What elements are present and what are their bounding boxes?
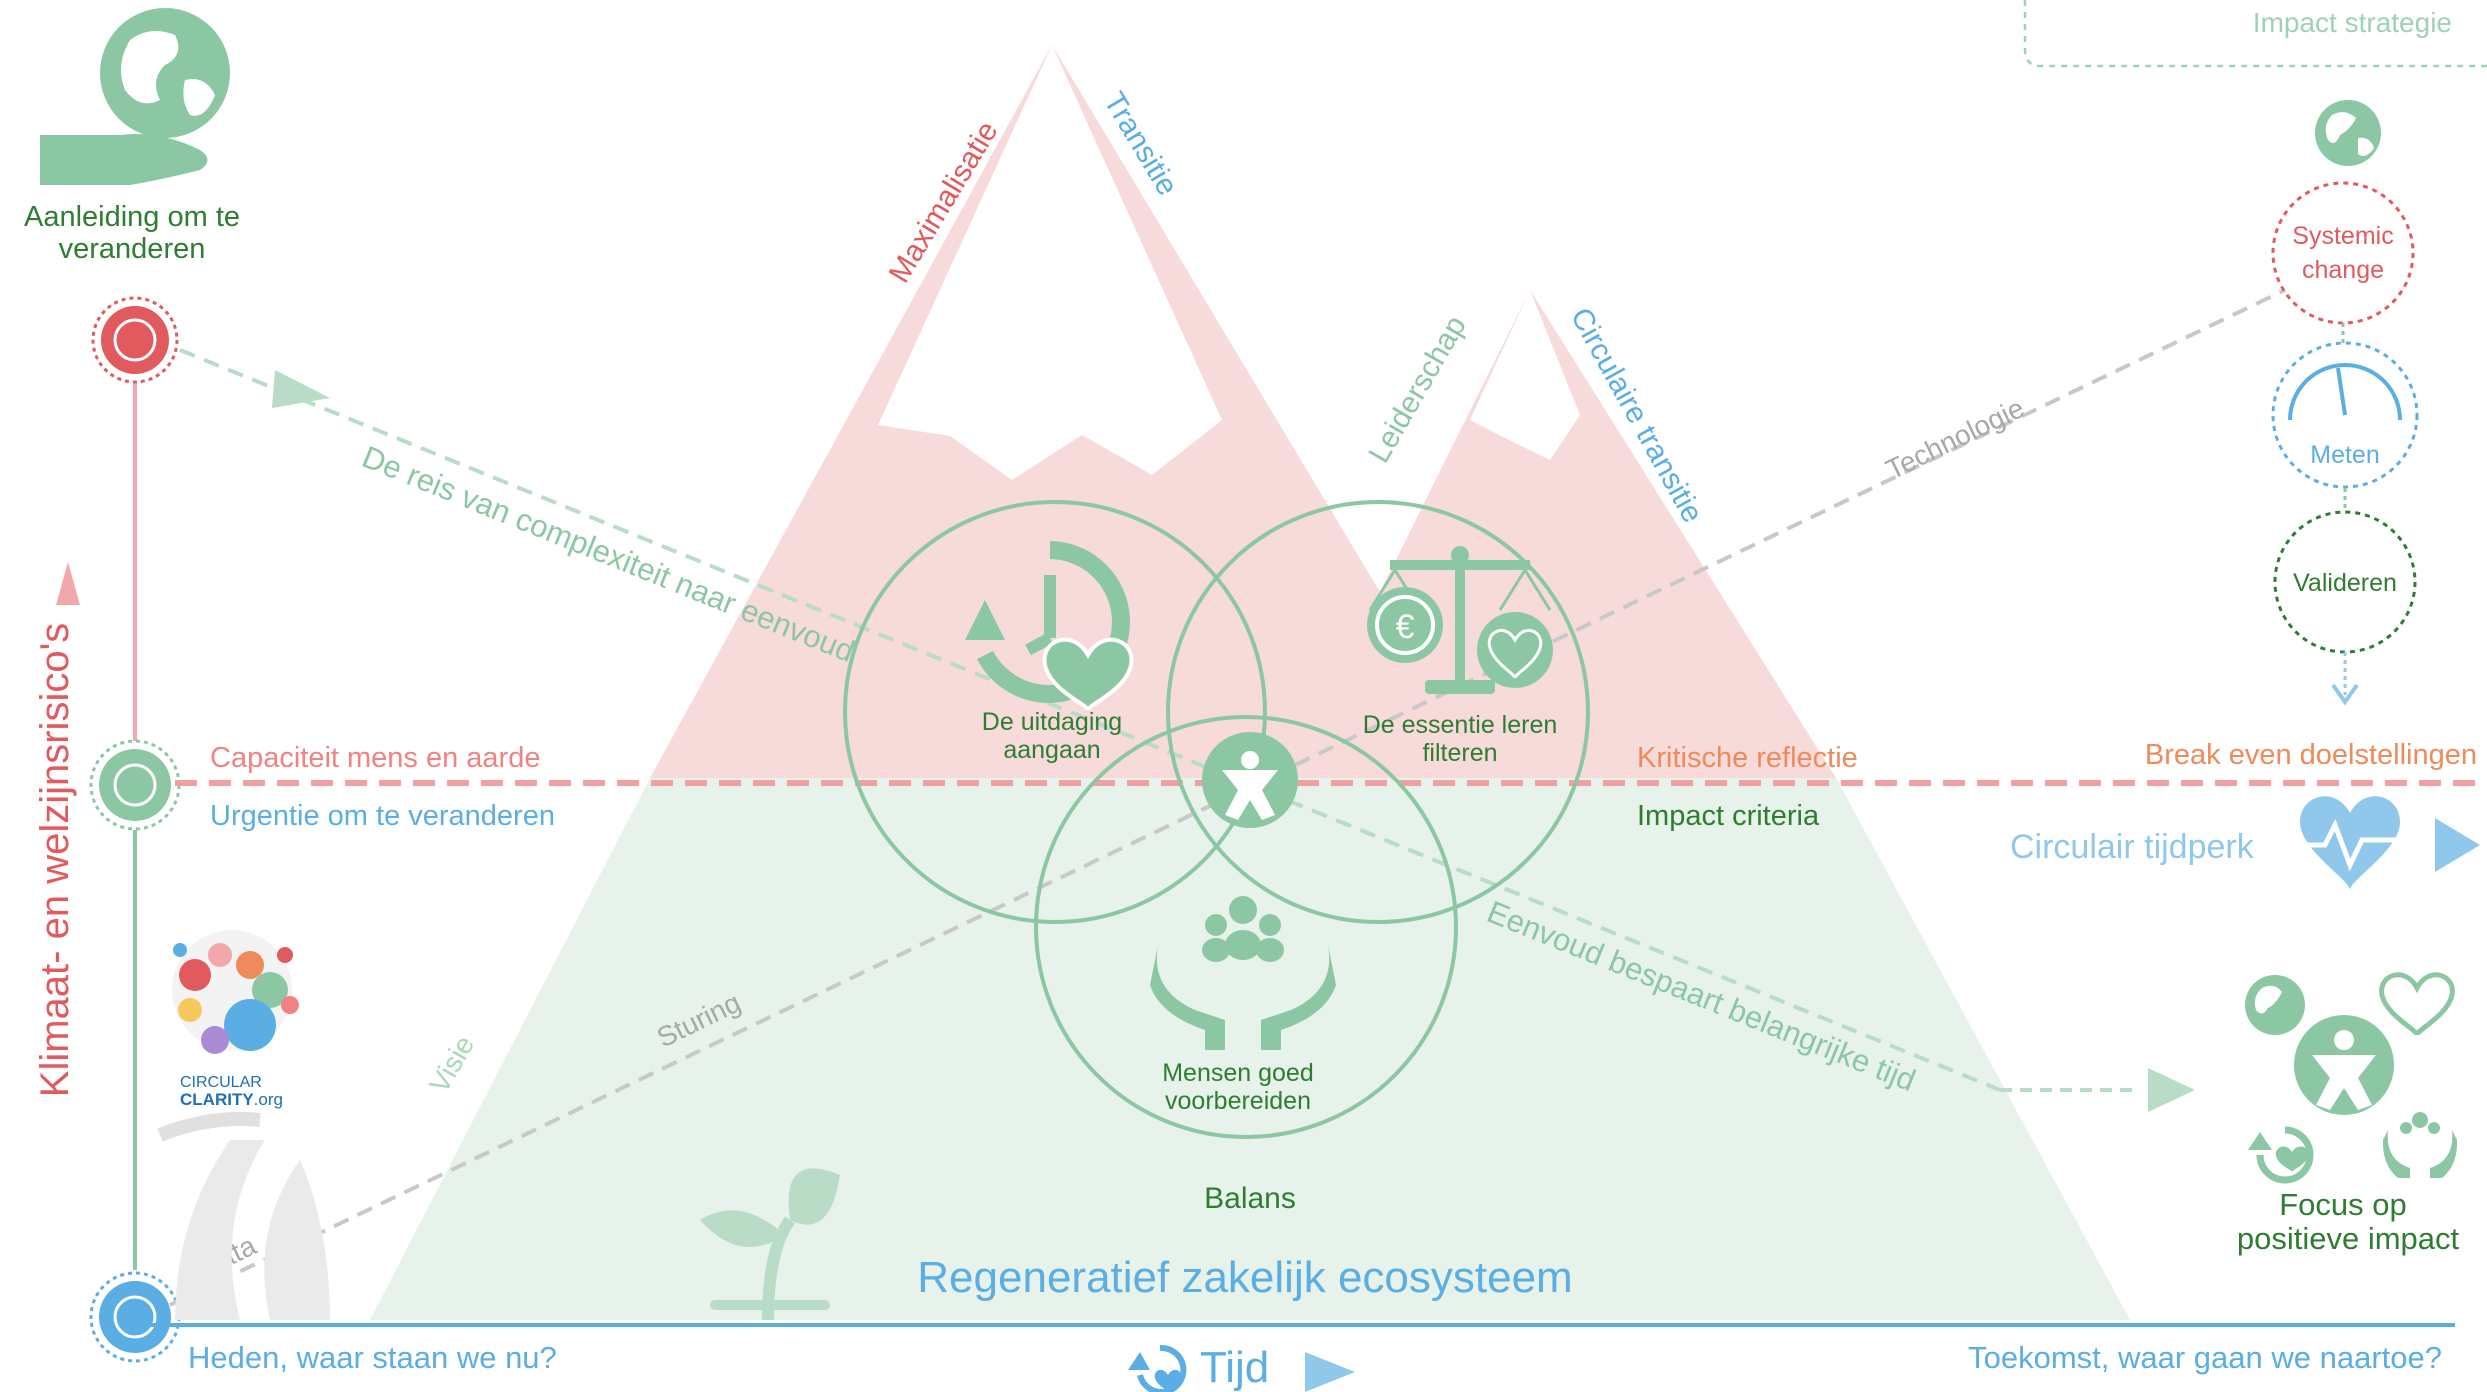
validate-label: Valideren — [2293, 569, 2397, 597]
mountain-group — [370, 45, 2130, 1320]
venn-bottom-line1: Mensen goed — [1162, 1059, 1314, 1087]
venn-circle-left — [843, 500, 1267, 924]
venn-left-line2: aangaan — [1003, 736, 1100, 764]
venn-bottom-line2: voorbereiden — [1165, 1087, 1311, 1115]
compass-icon — [89, 739, 181, 831]
venn-circle-right — [1166, 500, 1590, 924]
sprout-icon — [700, 1168, 840, 1321]
impact-strategy-label: Impact strategie — [2253, 7, 2452, 38]
mountain-big-peak — [650, 45, 1836, 778]
hands-people-icon — [1150, 896, 1336, 1050]
compass-icon — [91, 296, 179, 384]
reason-to-change-line1: Aanleiding om te — [24, 201, 240, 233]
balance-label: Balans — [1204, 1182, 1296, 1215]
reason-to-change-line2: veranderen — [59, 233, 206, 265]
focus-person-icon — [2294, 1015, 2394, 1115]
venn-circle-bottom — [1034, 715, 1458, 1139]
venn-right-line2: filteren — [1422, 739, 1497, 767]
critical-reflection-label: Kritische reflectie — [1637, 742, 1858, 774]
urgency-label: Urgentie om te veranderen — [210, 800, 555, 832]
impact-criteria-label: Impact criteria — [1637, 800, 1820, 832]
vision-label: Visie — [423, 1030, 480, 1098]
time-label: Tijd — [1200, 1343, 1269, 1392]
clock-heart-icon — [965, 541, 1134, 712]
systemic-change-node — [2271, 181, 2415, 325]
measure-node — [2271, 341, 2419, 489]
impact-strategy-box — [2023, 0, 2487, 68]
left-axis-arrow — [56, 562, 80, 605]
svg-text:€: € — [1396, 608, 1415, 646]
break-even-label: Break even doelstellingen — [2145, 739, 2477, 771]
circular-era-arrow — [2435, 818, 2480, 872]
systemic-line2: change — [2302, 256, 2384, 284]
focus-line1: Focus op — [2279, 1187, 2407, 1222]
present-label: Heden, waar staan we nu? — [188, 1340, 557, 1375]
journey-line — [179, 348, 2001, 1092]
validate-node — [2273, 510, 2417, 654]
venn-left-line1: De uitdaging — [982, 708, 1122, 736]
road-icon — [157, 1112, 330, 1320]
gauge-icon — [2288, 363, 2402, 421]
logo-line1: CIRCULAR — [180, 1074, 262, 1091]
ecosystem-label: Regeneratief zakelijk ecosysteem — [917, 1253, 1572, 1302]
focus-heart-icon — [2379, 972, 2455, 1037]
future-label: Toekomst, waar gaan we naartoe? — [1968, 1340, 2442, 1375]
journey-arrow-start — [272, 370, 330, 408]
venn-right-line1: De essentie leren — [1363, 711, 1558, 739]
clock-icon — [1128, 1344, 1187, 1392]
snow-cap-big — [878, 45, 1222, 480]
focus-clock-icon — [2248, 1126, 2314, 1184]
focus-line2: positieve impact — [2237, 1221, 2460, 1256]
snow-cap-small — [1470, 290, 1580, 460]
heartbeat-icon — [2290, 796, 2412, 890]
focus-hands-icon — [2382, 1112, 2458, 1178]
logo-clarity: CLARITY.org — [180, 1090, 283, 1109]
left-axis-label: Klimaat- en welzijnsrisico's — [33, 623, 77, 1097]
circular-clarity-logo — [172, 930, 299, 1054]
time-arrow — [1305, 1352, 1355, 1392]
scale-icon: € — [1367, 546, 1553, 694]
journey-arrow-end — [2148, 1068, 2195, 1112]
capacity-label: Capaciteit mens en aarde — [210, 742, 540, 774]
globe-in-hand-icon — [40, 8, 230, 185]
compass-icon — [89, 1271, 181, 1363]
circular-era-label: Circulair tijdperk — [2010, 828, 2255, 866]
measure-label: Meten — [2310, 441, 2379, 469]
person-center-icon — [1202, 732, 1298, 828]
globe-icon — [2315, 100, 2381, 166]
systemic-line1: Systemic — [2292, 222, 2393, 250]
focus-globe-icon — [2245, 975, 2305, 1035]
down-arrow-icon — [2331, 683, 2359, 706]
